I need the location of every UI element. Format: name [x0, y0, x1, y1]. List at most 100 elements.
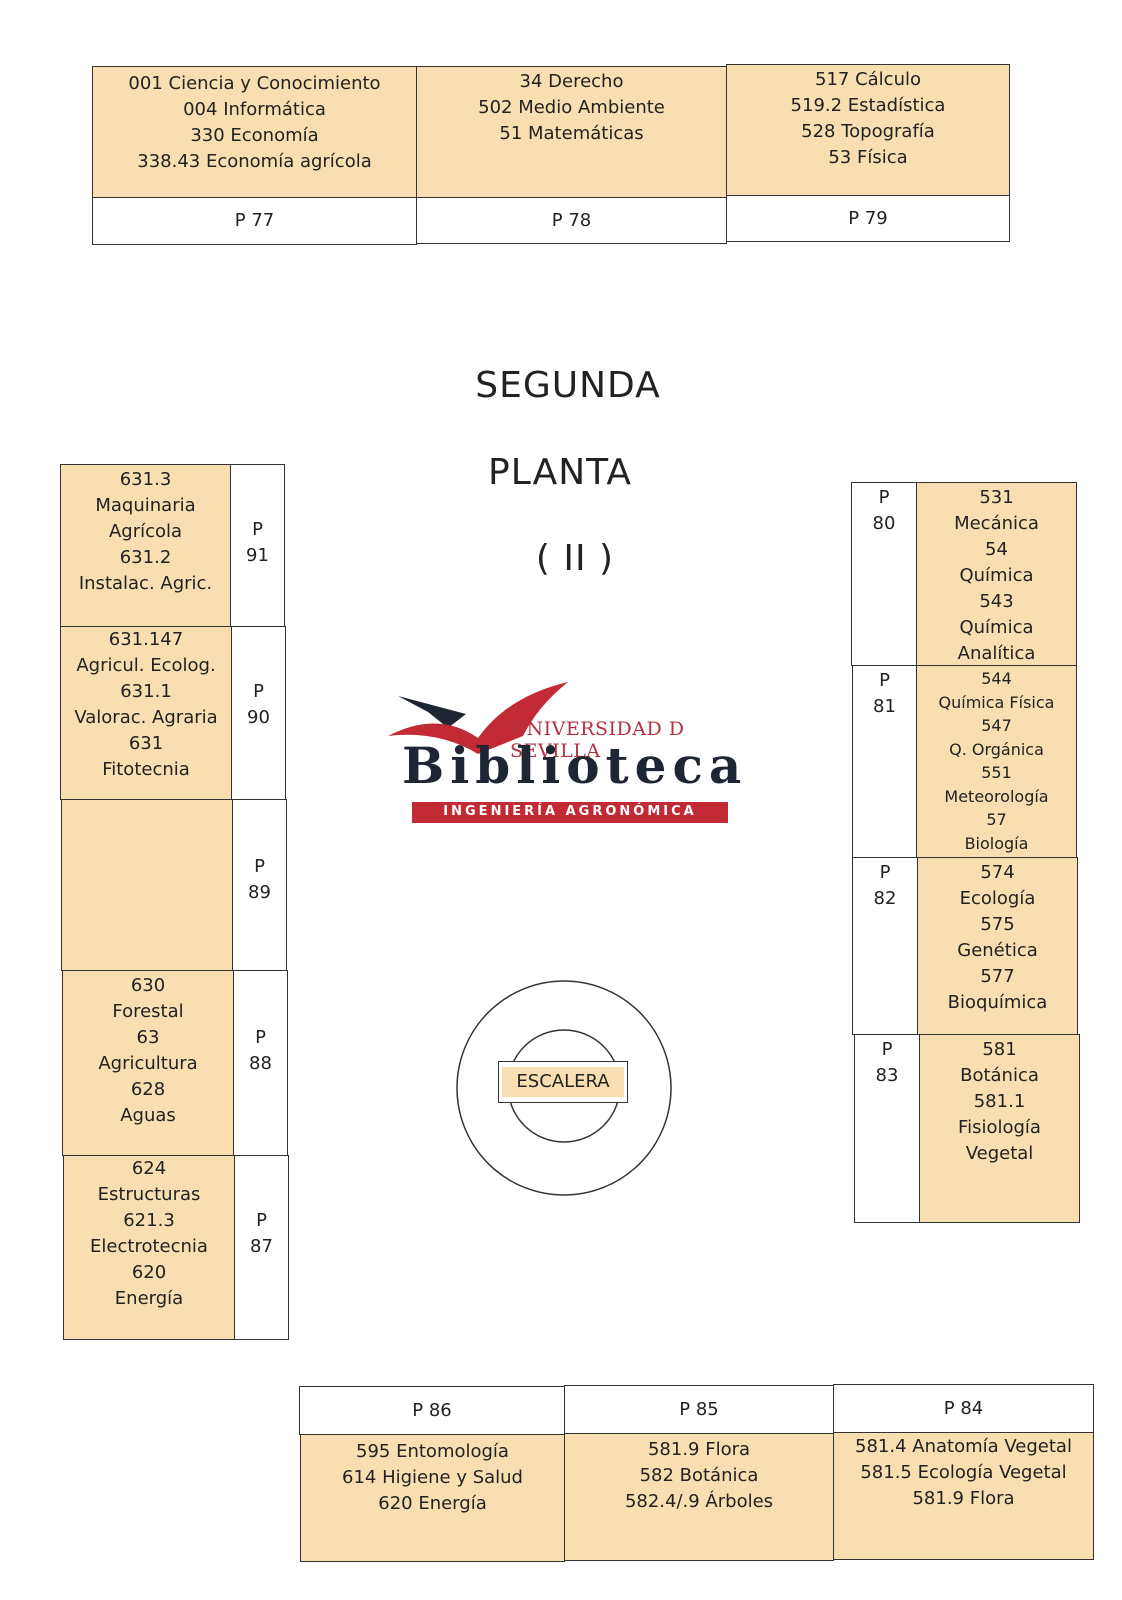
- open-book-icon: [388, 682, 568, 754]
- subject-line: 51 Matemáticas: [499, 123, 644, 144]
- shelf-label-p85: P 85: [564, 1385, 834, 1434]
- subject-line: 581.9 Flora: [912, 1488, 1015, 1509]
- university-name: UNIVERSIDAD D SEVILLA: [510, 718, 685, 762]
- shelf-label-p89: P 89: [232, 799, 287, 971]
- library-logo: UNIVERSIDAD D SEVILLA Biblioteca INGENIE…: [388, 676, 741, 826]
- subject-line: 528 Topografía: [801, 121, 935, 142]
- shelf-number: P 84: [943, 1397, 984, 1419]
- shelf-label-p88: P 88: [233, 970, 288, 1156]
- shelf-number: 80: [872, 513, 896, 534]
- shelf-p83-content: 581 Botánica 581.1 Fisiología Vegetal: [919, 1034, 1080, 1223]
- shelf-p78-content: 34 Derecho 502 Medio Ambiente 51 Matemát…: [416, 66, 727, 198]
- subject-line: 631.147: [108, 629, 184, 650]
- subject-line: 574: [980, 862, 1015, 883]
- shelf-letter: P: [255, 1027, 266, 1048]
- subject-line: Biología: [964, 833, 1029, 853]
- shelf-number: P 77: [234, 210, 275, 231]
- shelf-label-p91: P 91: [230, 464, 285, 627]
- shelf-p90-content: 631.147 Agricul. Ecolog. 631.1 Valorac. …: [60, 626, 232, 800]
- subject-line: Aguas: [120, 1105, 176, 1126]
- subject-line: 631.2: [119, 547, 172, 568]
- subject-line: Energía: [114, 1288, 184, 1309]
- subject-line: Fisiología: [958, 1117, 1041, 1138]
- shelf-label-p78: P 78: [416, 197, 727, 244]
- subject-line: 582.4/.9 Árboles: [624, 1491, 774, 1512]
- shelf-label-p81: P 81: [852, 665, 917, 858]
- subject-line: 631: [128, 733, 164, 754]
- shelf-p81-content: 544 Química Física 547 Q. Orgánica 551 M…: [916, 665, 1077, 858]
- subject-line: Bioquímica: [947, 992, 1048, 1013]
- shelf-p91-content: 631.3 Maquinaria Agrícola 631.2 Instalac…: [60, 464, 231, 627]
- subject-line: 575: [980, 914, 1015, 935]
- shelf-p77-content: 001 Ciencia y Conocimiento 004 Informáti…: [92, 66, 417, 198]
- subject-line: 330 Economía: [190, 125, 319, 146]
- subject-line: Química: [959, 617, 1034, 638]
- library-subtitle: INGENIERÍA AGRONÓMICA: [412, 802, 728, 823]
- shelf-label-p79: P 79: [726, 195, 1010, 242]
- shelf-label-p77: P 77: [92, 197, 417, 245]
- shelf-number: P 79: [848, 207, 888, 229]
- subject-line: 551: [981, 763, 1012, 782]
- shelf-p79-content: 517 Cálculo 519.2 Estadística 528 Topogr…: [726, 64, 1010, 196]
- subject-line: Química: [959, 565, 1034, 586]
- shelf-p89-content: [61, 799, 233, 971]
- shelf-p86-content: 595 Entomología 614 Higiene y Salud 620 …: [300, 1434, 565, 1562]
- subject-line: Maquinaria: [95, 495, 196, 516]
- subject-line: Agricul. Ecolog.: [76, 655, 216, 676]
- subject-line: Agrícola: [108, 521, 183, 542]
- subject-line: 502 Medio Ambiente: [478, 97, 665, 118]
- shelf-p87-content: 624 Estructuras 621.3 Electrotecnia 620 …: [63, 1155, 235, 1340]
- floor-title-line1: SEGUNDA: [475, 365, 661, 406]
- shelf-letter: P: [881, 1039, 893, 1060]
- subject-line: 517 Cálculo: [815, 69, 921, 90]
- library-name: Biblioteca: [402, 736, 748, 795]
- subject-line: 581.1: [973, 1091, 1026, 1112]
- shelf-label-p87: P 87: [234, 1155, 289, 1340]
- subject-line: Botánica: [960, 1065, 1039, 1086]
- shelf-letter: P: [253, 681, 264, 702]
- subject-line: 614 Higiene y Salud: [342, 1467, 523, 1488]
- subject-line: 581.4 Anatomía Vegetal: [855, 1436, 1072, 1457]
- subject-line: Instalac. Agric.: [78, 573, 213, 594]
- subject-line: Forestal: [112, 1001, 184, 1022]
- shelf-number: 81: [873, 696, 896, 717]
- shelf-label-p84: P 84: [833, 1384, 1094, 1433]
- subject-line: 628: [130, 1079, 166, 1100]
- subject-line: 543: [979, 591, 1014, 612]
- floor-title-line2: PLANTA: [488, 452, 632, 493]
- subject-line: Agricultura: [98, 1053, 198, 1074]
- subject-line: Analítica: [957, 643, 1036, 664]
- subject-line: 338.43 Economía agrícola: [137, 151, 372, 172]
- subject-line: 631.1: [120, 681, 172, 702]
- shelf-number: 91: [246, 545, 269, 566]
- shelf-letter: P: [252, 519, 263, 540]
- subject-line: Genética: [957, 940, 1038, 961]
- shelf-letter: P: [254, 856, 265, 877]
- shelf-letter: P: [878, 487, 890, 508]
- subject-line: Vegetal: [965, 1143, 1034, 1164]
- shelf-label-p80: P 80: [851, 482, 917, 666]
- shelf-number: 88: [249, 1053, 272, 1074]
- shelf-number: 83: [875, 1065, 899, 1086]
- shelf-number: P 86: [412, 1399, 452, 1421]
- subject-line: 581: [982, 1039, 1017, 1060]
- stairs-label-box: ESCALERA: [498, 1061, 628, 1103]
- subject-line: Mecánica: [954, 513, 1039, 534]
- shelf-label-p82: P 82: [852, 857, 918, 1035]
- subject-line: Ecología: [959, 888, 1036, 909]
- subject-line: 581.9 Flora: [647, 1439, 751, 1460]
- subject-line: 004 Informática: [183, 99, 326, 120]
- subject-line: 631.3: [119, 469, 172, 490]
- shelf-p84-content: 581.4 Anatomía Vegetal 581.5 Ecología Ve…: [833, 1432, 1094, 1560]
- shelf-number: P 78: [551, 209, 592, 231]
- subject-line: 63: [136, 1027, 160, 1048]
- subject-line: 531: [979, 487, 1014, 508]
- subject-line: Estructuras: [97, 1184, 201, 1205]
- shelf-p80-content: 531 Mecánica 54 Química 543 Química Anal…: [916, 482, 1077, 666]
- shelf-number: 90: [247, 707, 270, 728]
- shelf-letter: P: [879, 670, 890, 691]
- shelf-p82-content: 574 Ecología 575 Genética 577 Bioquímica: [917, 857, 1078, 1035]
- stairs-label: ESCALERA: [502, 1067, 624, 1097]
- shelf-number: 89: [248, 882, 271, 903]
- subject-line: 620 Energía: [378, 1493, 487, 1514]
